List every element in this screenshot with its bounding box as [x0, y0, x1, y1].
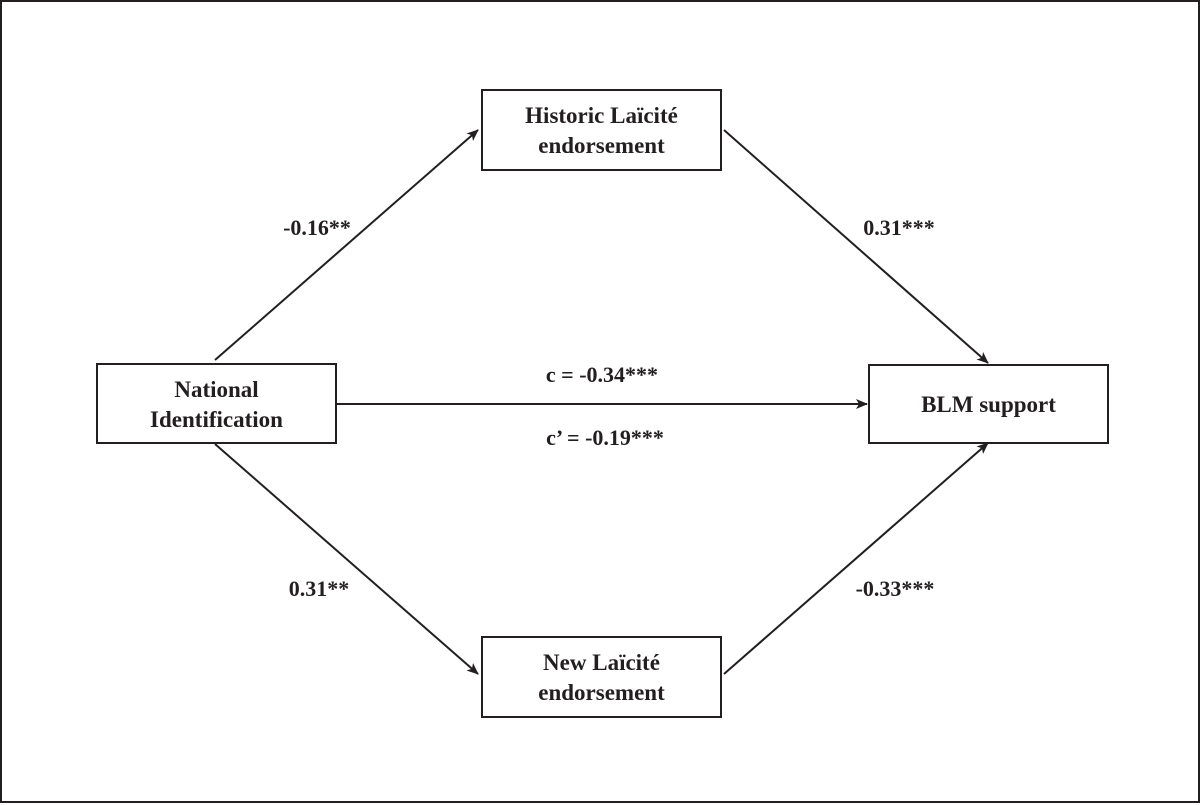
node-new-line2: endorsement	[538, 680, 665, 705]
coef-national-to-historic: -0.16**	[283, 215, 351, 240]
arrow-national-to-new	[214, 443, 479, 675]
coef-total-effect: c = -0.34***	[546, 362, 658, 387]
node-historic-line1: Historic Laïcité	[525, 103, 678, 128]
arrow-new-to-blm	[723, 442, 989, 675]
coef-new-to-blm: -0.33***	[856, 576, 935, 601]
node-new-line1: New Laïcité	[543, 650, 660, 675]
node-blm-label: BLM support	[921, 392, 1056, 417]
coef-national-to-new: 0.31**	[289, 576, 350, 601]
node-national-line2: Identification	[150, 407, 283, 432]
node-national-identification: National Identification	[96, 363, 337, 444]
arrow-national-to-historic	[214, 129, 479, 361]
node-historic-laicite: Historic Laïcité endorsement	[481, 89, 722, 171]
coef-historic-to-blm: 0.31***	[863, 215, 935, 240]
node-historic-line2: endorsement	[538, 133, 665, 158]
node-blm-support: BLM support	[868, 364, 1109, 444]
arrow-historic-to-blm	[723, 129, 989, 364]
node-new-laicite: New Laïcité endorsement	[481, 636, 722, 718]
node-national-line1: National	[174, 377, 258, 402]
coef-direct-effect: c’ = -0.19***	[546, 425, 664, 450]
